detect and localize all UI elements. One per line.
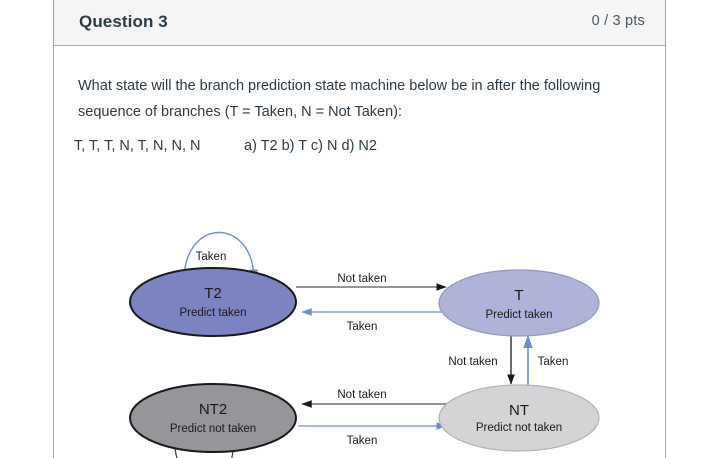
node-t-title: T (514, 287, 523, 304)
answer-options: a) T2 b) T c) N d) N2 (244, 138, 377, 154)
edge-nt2-self: Not taken (173, 427, 238, 458)
edge-nt2-self-arrow (173, 427, 238, 458)
edge-label-t-to-nt: Not taken (448, 356, 497, 368)
node-t[interactable]: T Predict taken (438, 269, 600, 337)
node-t2-subtitle: Predict taken (179, 307, 246, 319)
question-prompt: What state will the branch prediction st… (78, 78, 601, 120)
node-nt[interactable]: NT Predict not taken (438, 384, 600, 452)
edge-label-t-to-t2: Taken (347, 321, 378, 333)
state-machine-svg: Taken Not taken Taken N (129, 231, 600, 458)
edge-nt-to-nt2: Not taken (301, 389, 450, 408)
branch-sequence: T, T, T, N, T, N, N, N (74, 138, 201, 154)
node-t2[interactable]: T2 Predict taken (129, 267, 297, 337)
node-nt2-subtitle: Predict not taken (170, 423, 256, 435)
node-t2-shape[interactable] (129, 267, 297, 337)
node-t-shape[interactable] (438, 269, 600, 337)
edge-label-t2-self: Taken (196, 251, 227, 263)
edge-t2-self-arrow (183, 231, 259, 285)
edge-label-nt-to-nt2: Not taken (337, 389, 386, 401)
edge-t2-self: Taken (183, 231, 259, 285)
state-machine-diagram: Taken Not taken Taken N (54, 164, 665, 458)
page-title: Question 3 (79, 12, 168, 31)
node-t2-title: T2 (204, 285, 222, 302)
node-nt-title: NT (509, 402, 529, 419)
edge-nt2-to-nt: Taken (298, 422, 447, 447)
question-card: Question 3 0 / 3 pts What state will the… (53, 0, 666, 458)
question-header: Question 3 0 / 3 pts (54, 0, 665, 46)
edge-label-nt-to-t: Taken (538, 356, 569, 368)
node-nt2-shape[interactable] (129, 383, 297, 453)
edge-t2-to-t: Not taken (296, 273, 447, 291)
edge-t-to-nt: Not taken (448, 332, 515, 385)
node-nt-shape[interactable] (438, 384, 600, 452)
edge-t-to-t2: Taken (301, 308, 450, 333)
edge-nt-to-t: Taken (523, 335, 569, 386)
edge-label-t2-to-t: Not taken (337, 273, 386, 285)
answer-line: T, T, T, N, T, N, N, N a) T2 b) T c) N d)… (74, 138, 634, 154)
node-nt-subtitle: Predict not taken (476, 422, 562, 434)
edge-label-nt2-to-nt: Taken (347, 435, 378, 447)
node-nt2[interactable]: NT2 Predict not taken (129, 383, 297, 453)
points-badge: 0 / 3 pts (591, 13, 645, 29)
node-nt2-title: NT2 (199, 401, 227, 418)
node-t-subtitle: Predict taken (485, 309, 552, 321)
